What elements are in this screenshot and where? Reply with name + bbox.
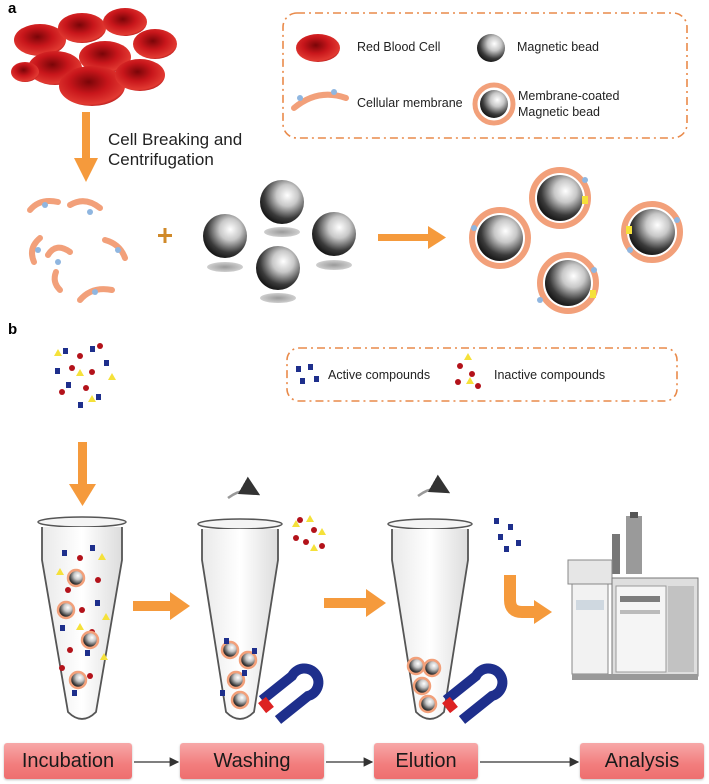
- step-label-line2: Centrifugation: [108, 150, 214, 169]
- washed-compounds-icon: [292, 515, 326, 551]
- stage-elution: Elution: [374, 743, 478, 779]
- legend-coated-line1: Membrane-coated: [518, 89, 620, 103]
- panel-letter-b: b: [8, 321, 18, 338]
- coated-beads-group: [469, 167, 683, 314]
- legend-active-icon: [296, 364, 319, 384]
- stage-analysis: Analysis: [580, 743, 704, 779]
- right-arrow-icon: [378, 226, 446, 249]
- membrane-protein-icon: [35, 202, 121, 295]
- magnet-icon: [258, 663, 324, 724]
- right-arrow-step1-icon: [133, 592, 190, 620]
- legend-membrane-icon: [291, 89, 349, 111]
- legend-box-a: [282, 12, 688, 139]
- magnetic-beads-group: [203, 180, 356, 303]
- step-label-line1: Cell Breaking and: [108, 130, 243, 149]
- plus-icon: [158, 228, 172, 243]
- tube-incubation: [37, 516, 127, 720]
- down-arrow-icon: [74, 112, 98, 182]
- legend-label-membrane: Cellular membrane: [357, 96, 463, 110]
- legend-bead-icon: [477, 34, 505, 62]
- right-arrow-step2-icon: [324, 589, 386, 617]
- step-label-cell-breaking: Cell Breaking and Centrifugation: [108, 130, 242, 170]
- down-arrow-b-icon: [69, 442, 96, 506]
- lc-ms-instrument-icon: [567, 512, 699, 680]
- stage-incubation: Incubation: [4, 743, 132, 779]
- compound-mixture-icon: [54, 343, 116, 408]
- panel-letter-a: a: [8, 0, 17, 17]
- tube-elution: [387, 474, 473, 720]
- legend-label-bead: Magnetic bead: [517, 40, 600, 54]
- tube-washing: [197, 476, 283, 720]
- legend-coated-bead-icon: [472, 82, 516, 126]
- legend-coated-line2: Magnetic bead: [518, 105, 601, 119]
- legend-label-coated-bead: Membrane-coated Magnetic bead: [518, 88, 619, 120]
- legend-rbc-icon: [296, 34, 340, 62]
- legend-label-inactive: Inactive compounds: [494, 368, 606, 382]
- magnet-2-icon: [442, 663, 508, 724]
- eluted-compounds-icon: [494, 518, 521, 552]
- curved-arrow-icon: [504, 575, 552, 624]
- legend-label-active: Active compounds: [328, 368, 431, 382]
- legend-inactive-icon: [455, 353, 481, 389]
- membrane-fragments-icon: [27, 198, 128, 303]
- red-blood-cells-icon: [11, 8, 177, 106]
- legend-label-rbc: Red Blood Cell: [357, 40, 441, 54]
- stage-washing: Washing: [180, 743, 324, 779]
- legend-box-b: [286, 347, 678, 402]
